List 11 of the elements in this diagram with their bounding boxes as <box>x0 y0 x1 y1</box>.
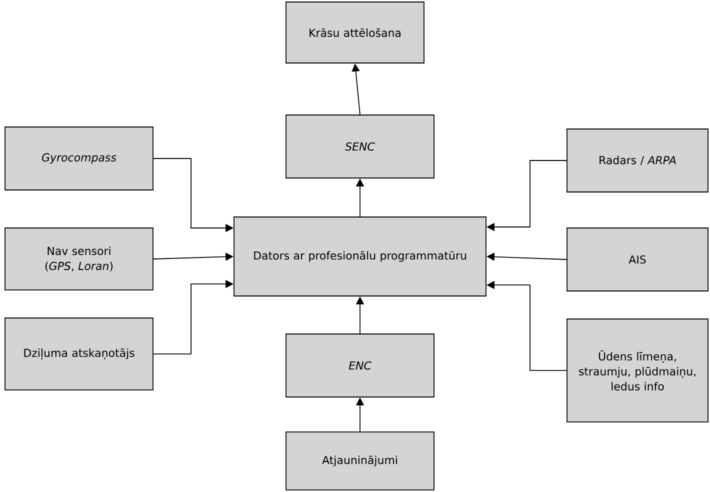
process-box: Dziļuma atskaņotājs <box>4 318 154 390</box>
process-box: Gyrocompass <box>4 126 154 190</box>
process-box: Krāsu attēlošana <box>286 2 424 64</box>
process-box: Ūdens līmeņa, straumju, plūdmaiņu, ledus info <box>566 318 708 422</box>
process-box: SENC <box>286 114 434 178</box>
process-box: Atjauninājumi <box>286 432 434 490</box>
process-box: Nav sensori (GPS, Loran) <box>4 228 154 290</box>
process-box: ENC <box>286 334 434 398</box>
process-box: Dators ar profesionālu programmatūru <box>234 216 486 296</box>
process-box: AIS <box>566 228 708 292</box>
process-box: Radars / ARPA <box>566 128 708 192</box>
